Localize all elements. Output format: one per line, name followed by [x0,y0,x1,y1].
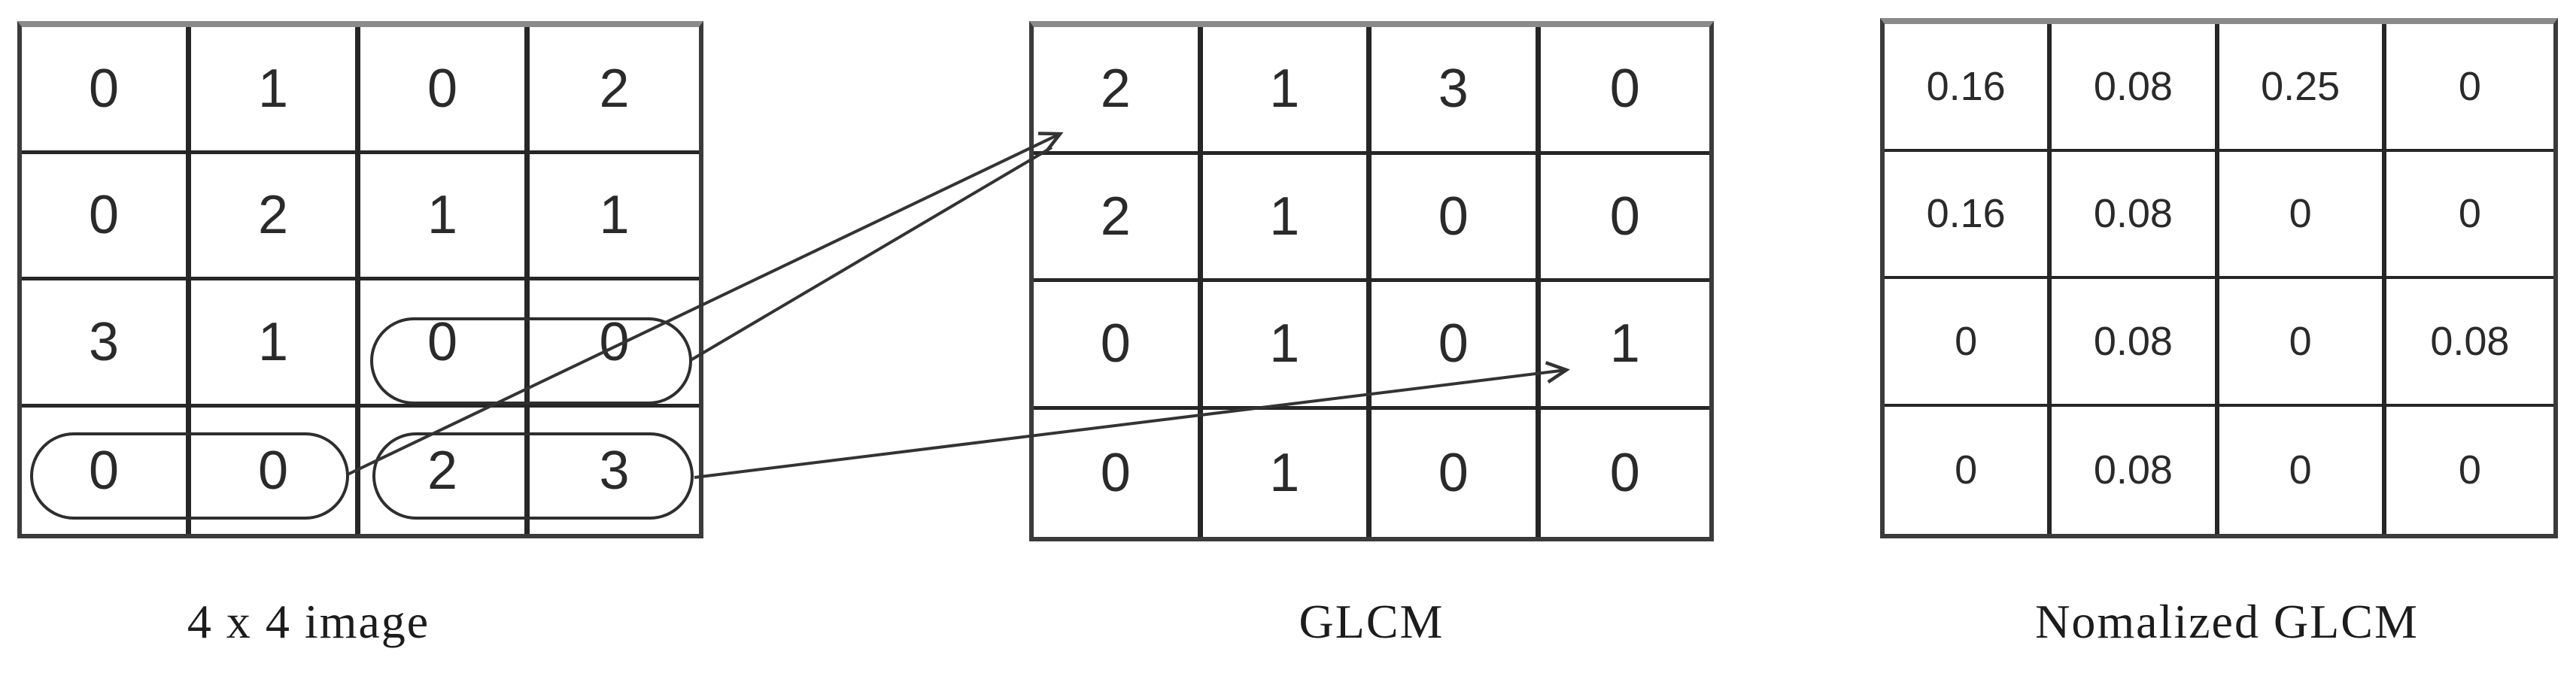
arrow-pair00-row3-to-glcm [689,146,1053,362]
grid-cell: 0.16 [1885,151,2052,279]
grid-cell: 0 [22,27,191,154]
glcm-grid: 2 1 3 0 2 1 0 0 0 1 0 1 0 1 0 0 [1029,21,1714,541]
image-grid-label: 4 x 4 image [187,595,430,648]
normalized-glcm-grid: 0.16 0.08 0.25 0 0.16 0.08 0 0 0 0.08 0 … [1880,18,2558,538]
grid-cell: 0 [22,407,191,534]
grid-cell: 0 [2219,279,2386,407]
grid-cell: 0 [1372,409,1541,537]
grid-cell: 2 [1034,154,1203,282]
grid-cell: 0 [2219,151,2386,279]
grid-cell: 0.16 [1885,24,2052,152]
grid-cell: 1 [191,280,360,408]
image-grid: 0 1 0 2 0 2 1 1 3 1 0 0 0 0 2 3 [17,21,703,538]
grid-cell: 0 [2386,24,2553,152]
grid-cell: 0 [1885,406,2052,534]
grid-cell: 1 [530,154,699,280]
grid-cell: 1 [191,27,360,154]
grid-cell: 0 [2219,406,2386,534]
grid-cell: 3 [599,440,630,501]
grid-cell: 0 [1609,443,1640,504]
grid-cell: 0 [1034,409,1203,537]
grid-cell: 1 [1202,282,1372,410]
grid-cell: 0.08 [2052,151,2219,279]
grid-cell: 0 [1372,282,1541,410]
grid-cell: 0 [2458,447,2481,493]
grid-cell: 1 [1540,282,1709,410]
grid-cell: 2 [191,153,360,280]
grid-cell: 3 [22,280,191,408]
grid-cell: 2 [530,27,699,154]
grid-cell: 0.08 [2386,279,2553,407]
grid-cell: 3 [1372,27,1541,155]
grid-cell: 0 [360,280,530,408]
grid-cell: 2 [1034,27,1203,155]
grid-cell: 0.08 [2052,406,2219,534]
grid-cell: 2 [360,407,530,534]
grid-cell: 0 [530,280,699,408]
grid-cell: 0 [360,27,530,154]
grid-cell: 1 [1202,154,1372,282]
grid-cell: 1 [360,153,530,280]
grid-cell: 0 [1540,27,1709,155]
grid-cell: 0.25 [2219,24,2386,152]
grid-cell: 0 [1372,154,1541,282]
grid-cell: 0 [2386,152,2553,279]
grid-cell: 1 [1202,27,1372,155]
normalized-glcm-label: Nomalized GLCM [2035,595,2419,648]
grid-cell: 1 [1203,409,1372,537]
glcm-grid-label: GLCM [1299,595,1444,648]
grid-cell: 0 [1540,155,1709,282]
grid-cell: 0 [1034,282,1203,410]
grid-cell: 0.08 [2052,24,2219,152]
grid-cell: 0 [191,407,360,534]
grid-cell: 0 [22,153,191,280]
grid-cell: 0 [1885,279,2052,407]
grid-cell: 0.08 [2052,279,2219,407]
